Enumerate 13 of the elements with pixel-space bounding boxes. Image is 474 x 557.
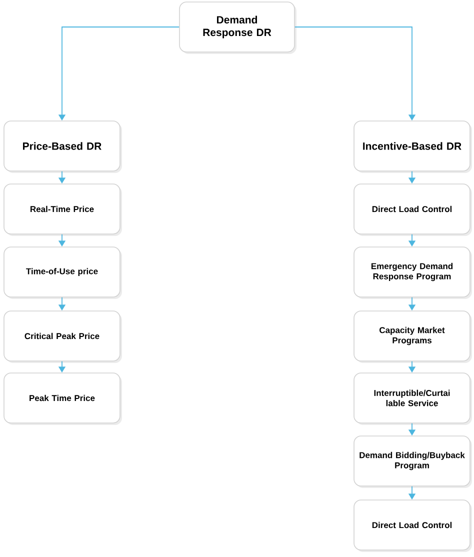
process-box: Critical Peak Price [4, 310, 120, 362]
process-box: Interruptible/Curtai lable Service [354, 372, 470, 424]
process-box: Emergency Demand Response Program [354, 246, 470, 298]
process-box: Direct Load Control [354, 500, 470, 550]
process-box: Time-of-Use price [4, 246, 120, 298]
process-box: Real-Time Price [4, 184, 120, 234]
process-box: Demand Response DR [179, 2, 295, 52]
process-box: Demand Bidding/Buyback Program [354, 436, 470, 486]
process-box: Direct Load Control [354, 184, 470, 234]
process-box: Peak Time Price [4, 372, 120, 424]
process-box: Incentive-Based DR [354, 120, 470, 172]
process-box: Price-Based DR [4, 120, 120, 172]
process-box: Capacity Market Programs [354, 310, 470, 362]
